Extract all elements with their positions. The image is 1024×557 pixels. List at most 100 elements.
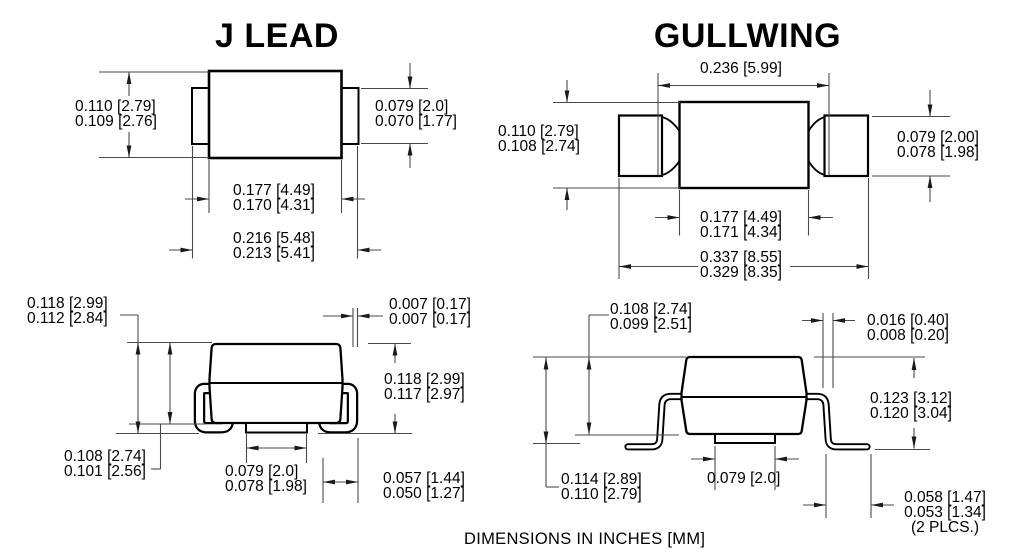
dimension-arrowhead [407, 143, 413, 156]
dim-line: 0.108 [2.74] [498, 138, 580, 155]
jlead-left-lead-inner [196, 385, 232, 432]
dim-line: 0.110 [2.79] [498, 123, 579, 140]
dim-line: 0.171 [4.34] [700, 224, 782, 241]
dimension-arrowhead [667, 215, 680, 220]
dim-line: 0.213 [5.41] [233, 245, 315, 262]
dimension-arrowhead [323, 479, 335, 485]
dimension-arrowhead [246, 445, 259, 451]
dimension-arrowhead [619, 264, 631, 269]
dim-line: 0.079 [2.0] [225, 463, 299, 480]
dim-line: 0.118 [2.99] [27, 295, 108, 312]
dim-line: 0.108 [2.74] [64, 448, 146, 465]
dim-line: 0.016 [0.40] [867, 312, 949, 329]
dim-line: 0.070 [1.77] [375, 113, 457, 130]
dimension-arrowhead [658, 83, 670, 88]
dim-jlead-side-overall-height-left: 0.118 [2.99] 0.112 [2.84] [27, 295, 108, 327]
dim-line: 0.110 [2.79] [561, 486, 642, 503]
dimension-arrowhead [564, 90, 570, 103]
jlead-top-view-outline [191, 69, 360, 160]
dimension-arrowhead [392, 421, 398, 434]
dim-gullwing-side-foot-length: 0.058 [1.47] 0.053 [1.34] (2 PLCS.) [900, 489, 990, 536]
dim-line: 0.078 [1.98] [225, 478, 307, 495]
dimension-arrowhead [392, 343, 398, 356]
dim-line: 0.058 [1.47] [904, 489, 986, 506]
gullwing-top-left-pad [617, 114, 664, 178]
gullwing-top-neck [807, 116, 826, 132]
dimension-arrowhead [564, 188, 570, 200]
dimension-arrowhead [197, 196, 209, 202]
dim-line: 0.007 [0.17] [389, 311, 471, 328]
dimension-arrowhead [703, 456, 715, 462]
dimension-arrowhead [167, 342, 173, 355]
dim-jlead-top-tab-height: 0.079 [2.0] 0.070 [1.77] [375, 98, 457, 130]
dim-jlead-side-lead-foot-width: 0.057 [1.44] 0.050 [1.27] [383, 470, 465, 502]
dim-line: 0.050 [1.27] [383, 485, 465, 502]
dimension-arrowhead [126, 72, 132, 84]
jlead-title: J LEAD [215, 17, 339, 55]
dimension-arrowhead [357, 313, 370, 319]
dim-line: 0.118 [2.99] [384, 371, 465, 388]
dim-gullwing-side-lead-thickness: 0.016 [0.40] 0.008 [0.20] [867, 312, 949, 344]
gullwing-left-lead-inner [626, 394, 690, 449]
dim-gullwing-top-body-width: 0.177 [4.49] 0.171 [4.34] [700, 209, 782, 241]
dimension-arrowhead [341, 196, 354, 202]
gullwing-top-body [678, 100, 810, 190]
gullwing-right-lead-inner [798, 394, 869, 449]
dim-line: 0.057 [1.44] [383, 470, 465, 487]
dim-jlead-side-lead-thickness: 0.007 [0.17] 0.007 [0.17] [389, 296, 471, 328]
dim-line: 0.053 [1.34] [904, 504, 986, 521]
dimension-arrowhead [856, 264, 869, 269]
gullwing-left-lead [624, 392, 692, 451]
dimension-arrowhead [346, 479, 358, 485]
dim-line: 0.177 [4.49] [700, 209, 782, 226]
dimension-arrowhead [586, 357, 592, 370]
dim-gullwing-top-overall-width: 0.337 [8.55] 0.329 [8.35] [700, 249, 782, 281]
dimension-arrowhead [543, 431, 549, 444]
dim-jlead-top-overall-width: 0.216 [5.48] 0.213 [5.41] [233, 230, 315, 262]
dimension-arrowhead [775, 456, 787, 462]
dim-line: 0.216 [5.48] [233, 230, 315, 247]
dim-gullwing-side-overall-height: 0.123 [3.12] 0.120 [3.04] [870, 390, 952, 422]
dimension-lines [99, 63, 950, 518]
dimension-arrowhead [357, 247, 370, 253]
dim-line: 0.329 [8.35] [700, 264, 782, 281]
dimension-arrowhead [341, 313, 353, 319]
dimension-arrowhead [586, 422, 592, 435]
dim-jlead-side-body-height: 0.108 [2.74] 0.101 [2.56] [64, 448, 146, 480]
dimension-arrowhead [833, 318, 845, 323]
dimension-arrowhead [543, 357, 549, 370]
dim-jlead-top-body-width: 0.177 [4.49] 0.170 [4.31] [233, 183, 315, 214]
gullwing-top-neck [661, 116, 681, 132]
dim-line: 0.123 [3.12] [870, 390, 952, 407]
gullwing-side-body [680, 355, 808, 436]
jlead-side-view-outline [193, 342, 359, 434]
dim-line: 0.101 [2.56] [64, 463, 146, 480]
jlead-side-bottom-tab [245, 422, 308, 434]
dim-line: 0.337 [8.55] [700, 249, 782, 266]
gullwing-side-view-outline [624, 355, 871, 451]
dim-line: 0.079 [2.00] [897, 129, 979, 146]
dim-jlead-top-body-height: 0.110 [2.79] 0.109 [2.76] [75, 99, 157, 130]
dim-gullwing-top-body-height: 0.110 [2.79] 0.108 [2.74] [498, 123, 580, 155]
dim-line: 0.007 [0.17] [389, 296, 471, 313]
dimension-arrowhead [407, 76, 413, 89]
gullwing-top-right-pad [823, 114, 870, 178]
dimension-arrowhead [911, 358, 917, 370]
dim-line: 0.112 [2.84] [27, 310, 108, 327]
dim-line: 0.170 [4.31] [233, 197, 315, 214]
dimension-arrowhead [911, 436, 917, 449]
gullwing-top-view-outline [617, 100, 870, 190]
dimension-arrowhead [294, 445, 307, 451]
dim-gullwing-side-body-height: 0.108 [2.74] 0.099 [2.51] [610, 302, 692, 333]
dimension-arrowhead [871, 502, 883, 508]
dim-line: 0.120 [3.04] [870, 405, 952, 422]
dim-line: 0.079 [2.0] [375, 98, 449, 115]
dim-jlead-side-tab-width: 0.079 [2.0] 0.078 [1.98] [225, 463, 307, 495]
dim-gullwing-side-tab-width: 0.079 [2.0] [707, 471, 780, 487]
dim-line: 0.117 [2.97] [384, 386, 465, 403]
dim-note: (2 PLCS.) [910, 519, 980, 536]
gullwing-title: GULLWING [653, 17, 842, 55]
dim-line: 0.008 [0.20] [867, 327, 949, 344]
